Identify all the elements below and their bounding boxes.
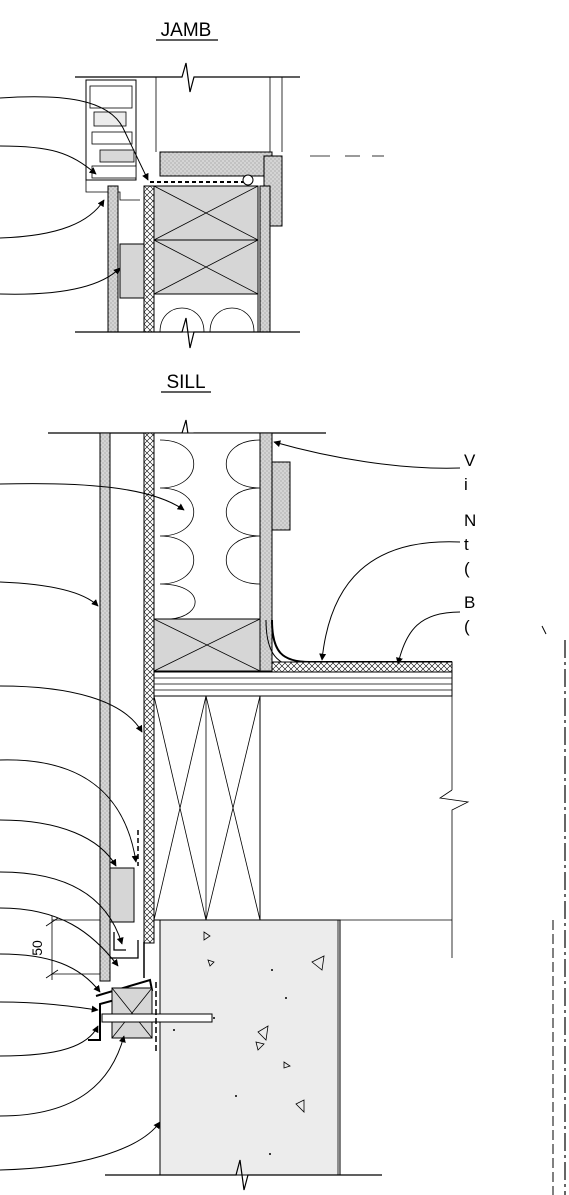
- jamb-batten: [119, 243, 145, 299]
- jamb-detail: JAMB: [0, 20, 384, 349]
- jamb-leader-3: [0, 199, 105, 239]
- jamb-timber-lining: [159, 151, 273, 177]
- sill-sheathing: [143, 432, 155, 944]
- dimension-label: 50: [29, 940, 45, 956]
- sill-break-line-right: [438, 789, 470, 958]
- sill-leader-12: [0, 1121, 161, 1171]
- window-frame-profile: [85, 79, 140, 201]
- jamb-plasterboard: [259, 185, 271, 333]
- note-2-line-3: (: [464, 559, 470, 578]
- jamb-break-line-bottom: [75, 317, 300, 349]
- concrete-foundation: [159, 919, 341, 1176]
- sill-leader-8: [0, 953, 101, 993]
- jamb-backing-rod: [242, 174, 254, 186]
- sill-leader-11: [0, 1035, 126, 1117]
- note-3-line-1: B: [464, 593, 475, 612]
- right-note-3: B (: [464, 593, 547, 636]
- sill-leader-9: [0, 1001, 99, 1013]
- right-note-1: V i: [464, 451, 476, 494]
- sill-leader-6: [0, 871, 124, 945]
- anchor-bolt: [101, 1013, 213, 1023]
- jamb-cladding: [107, 185, 119, 333]
- sill-leader-7: [0, 907, 119, 967]
- sill-leader-2: [0, 581, 99, 607]
- sill-leader-right-1: [273, 440, 461, 469]
- sill-leader-right-2: [319, 541, 461, 661]
- sill-cladding: [99, 432, 111, 982]
- note-2-line-1: N: [464, 511, 476, 530]
- jamb-break-line-top: [75, 62, 300, 93]
- sill-leader-1: [0, 483, 185, 511]
- sill-leader-4: [0, 759, 139, 863]
- sill-heading: SILL: [166, 372, 205, 393]
- sill-leader-3: [0, 685, 143, 733]
- sill-break-line-bottom: [105, 1159, 382, 1191]
- right-note-2: N t (: [464, 511, 476, 578]
- dimension-50: 50: [29, 916, 100, 980]
- sill-detail: SILL: [0, 372, 566, 1195]
- jamb-leader-2: [0, 145, 97, 175]
- sill-joist: [153, 695, 261, 921]
- jamb-leader-4: [0, 267, 121, 295]
- note-2-line-2: t: [464, 535, 469, 554]
- jamb-heading: JAMB: [161, 20, 212, 41]
- jamb-leader-1: [0, 96, 149, 181]
- jamb-sheathing: [143, 185, 155, 333]
- note-1-line-1: V: [464, 451, 476, 470]
- floor-membrane: [271, 619, 452, 663]
- cavity-closer: [110, 932, 139, 959]
- sill-plasterboard: [259, 432, 273, 672]
- sill-skirting: [271, 461, 291, 531]
- sill-leader-5: [0, 819, 117, 867]
- sill-leader-10: [0, 1025, 99, 1057]
- note-3-line-2: (: [464, 617, 470, 636]
- jamb-insulation: [153, 293, 259, 333]
- sill-insulation: [153, 432, 261, 620]
- floor-finish: [271, 661, 453, 673]
- note-1-line-2: i: [464, 475, 468, 494]
- sill-cavity-batten: [109, 867, 135, 923]
- sill-leader-right-3: [396, 611, 461, 665]
